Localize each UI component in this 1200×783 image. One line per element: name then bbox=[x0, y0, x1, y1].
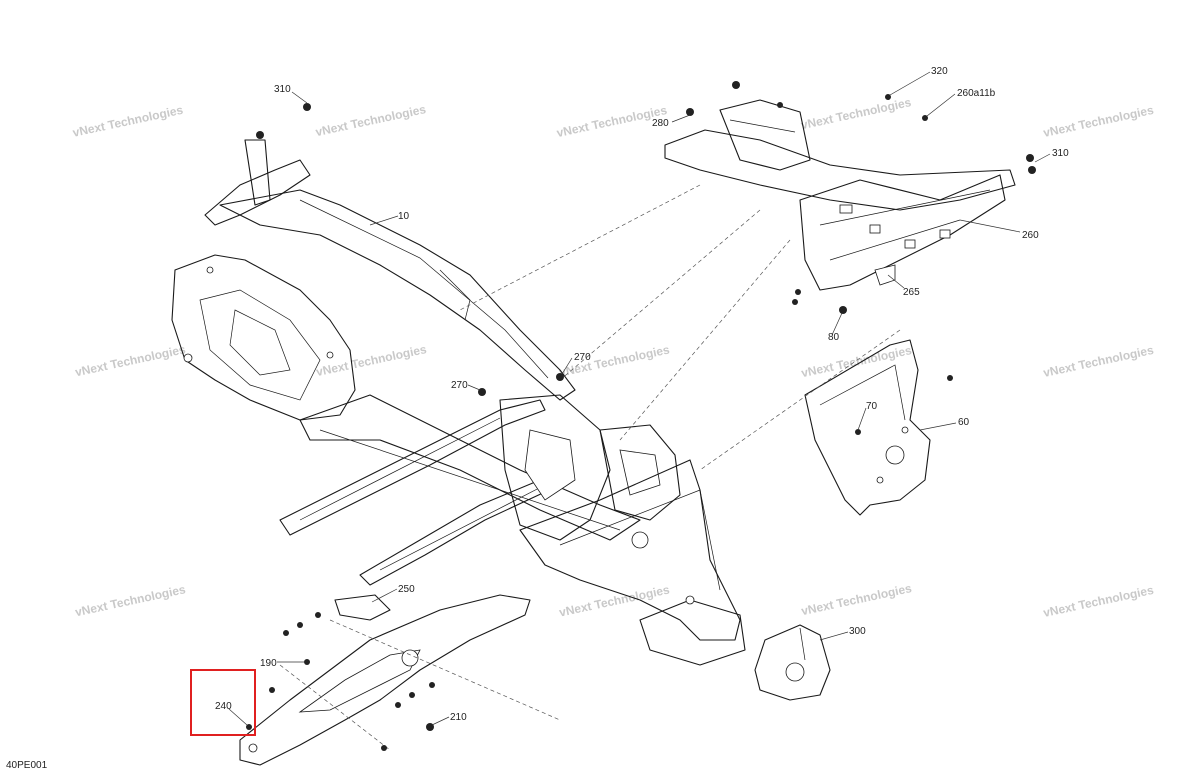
nut-icon bbox=[732, 81, 740, 89]
svg-text:vNext Technologies: vNext Technologies bbox=[314, 102, 427, 139]
svg-text:vNext Technologies: vNext Technologies bbox=[800, 95, 913, 132]
bolt-icon bbox=[246, 724, 252, 730]
callout-210: 210 bbox=[450, 712, 467, 723]
lower-arm bbox=[239, 594, 531, 766]
watermark: vNext Technologies bbox=[1042, 583, 1155, 620]
watermarks: vNext Technologies vNext Technologies vN… bbox=[71, 95, 1155, 620]
svg-text:vNext Technologies: vNext Technologies bbox=[1042, 103, 1155, 140]
svg-text:vNext Technologies: vNext Technologies bbox=[1042, 343, 1155, 380]
svg-text:vNext Technologies: vNext Technologies bbox=[74, 342, 187, 379]
callout-280: 280 bbox=[652, 118, 669, 129]
bolt-icon bbox=[283, 630, 289, 636]
watermark: vNext Technologies bbox=[1042, 103, 1155, 140]
watermark: vNext Technologies bbox=[314, 102, 427, 139]
highlight-box-240 bbox=[190, 669, 256, 736]
bolt-icon bbox=[409, 692, 415, 698]
bolt-icon bbox=[304, 659, 310, 665]
callout-70: 70 bbox=[866, 401, 878, 412]
bracket-300 bbox=[754, 624, 831, 701]
svg-text:vNext Technologies: vNext Technologies bbox=[800, 581, 913, 618]
bolt-icon bbox=[795, 289, 801, 295]
watermark: vNext Technologies bbox=[800, 343, 913, 380]
nut-icon bbox=[303, 103, 311, 111]
leader-lines bbox=[228, 71, 1051, 726]
callout-265: 265 bbox=[903, 287, 920, 298]
callout-320: 320 bbox=[931, 66, 948, 77]
callout-10: 10 bbox=[398, 211, 410, 222]
nut-icon bbox=[839, 306, 847, 314]
callout-260: 260 bbox=[1022, 230, 1039, 241]
callout-260a11b: 260a11b bbox=[957, 88, 996, 99]
callout-310: 310 bbox=[274, 84, 291, 95]
nut-icon bbox=[1026, 154, 1034, 162]
bolt-icon bbox=[381, 745, 387, 751]
bolt-icon bbox=[315, 612, 321, 618]
callout-270: 270 bbox=[451, 380, 468, 391]
callout-190: 190 bbox=[260, 658, 277, 669]
watermark: vNext Technologies bbox=[1042, 343, 1155, 380]
main-frame bbox=[171, 139, 746, 666]
bolt-icon bbox=[777, 102, 783, 108]
callout-240: 240 bbox=[215, 701, 232, 712]
callout-300: 300 bbox=[849, 626, 866, 637]
callout-250: 250 bbox=[398, 584, 415, 595]
svg-text:vNext Technologies: vNext Technologies bbox=[800, 343, 913, 380]
bolt-icon bbox=[855, 429, 861, 435]
bolt-icon bbox=[429, 682, 435, 688]
bolt-icon bbox=[885, 94, 891, 100]
rear-subframe bbox=[664, 99, 1016, 291]
callout-310-right: 310 bbox=[1052, 148, 1069, 159]
watermark: vNext Technologies bbox=[315, 342, 428, 379]
watermark: vNext Technologies bbox=[800, 95, 913, 132]
callout-270-upper: 270 bbox=[574, 352, 591, 363]
drawing-code: 40PE001 bbox=[6, 760, 48, 771]
nut-icon bbox=[256, 131, 264, 139]
watermark: vNext Technologies bbox=[74, 582, 187, 619]
nut-icon bbox=[556, 373, 564, 381]
bolt-icon bbox=[297, 622, 303, 628]
bolt-icon bbox=[947, 375, 953, 381]
bracket-60 bbox=[804, 339, 931, 516]
callout-labels: 310 10 280 320 260a11b 310 260 265 80 27… bbox=[215, 66, 1069, 723]
bolt-icon bbox=[269, 687, 275, 693]
bolt-icon bbox=[922, 115, 928, 121]
callout-80: 80 bbox=[828, 332, 840, 343]
svg-text:vNext Technologies: vNext Technologies bbox=[74, 582, 187, 619]
assembly-lines bbox=[279, 184, 901, 751]
watermark: vNext Technologies bbox=[74, 342, 187, 379]
watermark: vNext Technologies bbox=[800, 581, 913, 618]
nut-icon bbox=[686, 108, 694, 116]
svg-text:vNext Technologies: vNext Technologies bbox=[71, 103, 184, 140]
nut-icon bbox=[1028, 166, 1036, 174]
bolt-icon bbox=[792, 299, 798, 305]
svg-text:vNext Technologies: vNext Technologies bbox=[1042, 583, 1155, 620]
watermark: vNext Technologies bbox=[71, 103, 184, 140]
svg-text:vNext Technologies: vNext Technologies bbox=[315, 342, 428, 379]
callout-60: 60 bbox=[958, 417, 970, 428]
nut-icon bbox=[426, 723, 434, 731]
bolt-icon bbox=[395, 702, 401, 708]
fasteners bbox=[246, 81, 1036, 751]
nut-icon bbox=[478, 388, 486, 396]
